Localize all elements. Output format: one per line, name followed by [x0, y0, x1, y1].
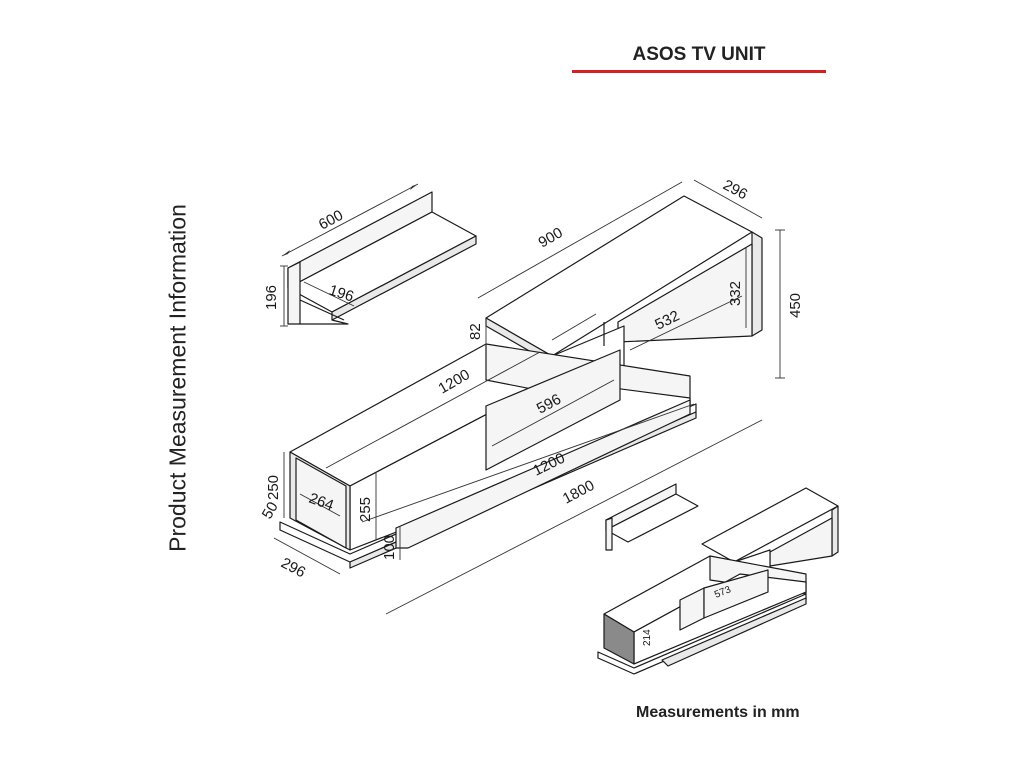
dim-line-lower-length-bottom: [361, 403, 695, 523]
title-underline-bar: [572, 70, 826, 73]
dim-label-upper-inner-height: 332: [727, 281, 744, 306]
dim-line-drawer: [491, 379, 615, 447]
upper-right-panel: [751, 231, 763, 337]
dim-arrow-shelf-width-a: [282, 250, 290, 256]
shelf-front-edge: [331, 235, 477, 321]
dim-line-total-length: [385, 419, 763, 615]
dim-label-shelf-width: 600: [316, 207, 346, 234]
dim-label-lower-height: 250: [265, 475, 282, 500]
dim-line-shelf-width: [281, 183, 419, 257]
dim-line-depth-top: [693, 179, 763, 219]
dim-line-inner-depth: [299, 493, 341, 517]
shelf-dimensions: 600 196 196: [263, 183, 419, 327]
dim-label-preview-inner-height: 214: [642, 629, 653, 646]
plinth: [395, 399, 691, 549]
dim-label-total-height: 450: [787, 293, 804, 318]
dim-label-total-length: 1800: [560, 477, 597, 508]
dim-label-shelf-height: 196: [263, 285, 280, 310]
preview-shelf-top: [605, 493, 699, 543]
wall-shelf: [287, 191, 477, 325]
dim-line-upper-drawer-arrow: [551, 313, 597, 341]
shelf-left-panel: [287, 261, 301, 325]
dim-label-shelf-depth: 196: [327, 282, 356, 306]
lower-drawer-face: [485, 349, 621, 471]
preview-lower-cavity: [603, 613, 635, 665]
dim-label-inner-height: 255: [357, 497, 374, 522]
preview-assembly: 573 214: [597, 483, 839, 675]
page-title: ASOS TV UNIT: [632, 44, 766, 65]
preview-upper-right: [831, 505, 839, 557]
shelf-bottom-edge: [300, 319, 349, 325]
dim-line-shelf-depth: [303, 281, 355, 307]
dim-label-upper-length: 900: [536, 224, 566, 251]
dim-line-lower-length-top: [325, 351, 541, 469]
dim-label-base-thickness: 50: [259, 499, 282, 522]
preview-plinth: [661, 597, 807, 667]
preview-shelf-side: [605, 517, 613, 551]
preview-divider-b: [703, 569, 769, 619]
footer-note: Measurements in mm: [636, 704, 800, 721]
tv-unit: [279, 195, 763, 569]
dim-label-plinth-height: 100: [381, 535, 398, 560]
dim-line-upper-drawer: [629, 295, 743, 351]
lower-inner-cavity: [295, 457, 347, 549]
title-underline: [572, 70, 826, 73]
dim-arrow-shelf-width-b: [410, 184, 418, 190]
dim-label-depth-top: 296: [720, 177, 750, 204]
dim-line-upper-length: [477, 181, 683, 299]
dim-label-upper-thickness: 82: [467, 323, 484, 340]
dim-line-depth-bottom: [273, 537, 341, 575]
dim-label-depth-bottom: 296: [278, 555, 308, 582]
shelf-inner-edge: [299, 299, 345, 321]
